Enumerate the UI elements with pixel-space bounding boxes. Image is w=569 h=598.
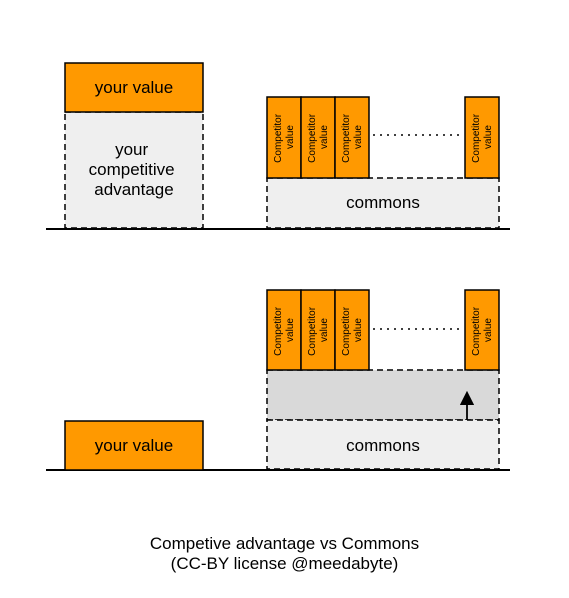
top-section: your competitive advantage your value co…	[46, 62, 510, 230]
top-competitor-2: Competitor value	[300, 96, 336, 179]
top-commons-box	[266, 177, 500, 229]
top-your-value-label: your value	[95, 78, 173, 97]
competitor-label-line-1: Competitor	[307, 113, 318, 163]
bottom-your-value-label: your value	[95, 436, 173, 455]
svg-text:Competitor value: Competitor value	[307, 111, 330, 163]
bottom-competitor-last: Competitor value	[464, 289, 500, 371]
bottom-commons-label: commons	[346, 436, 420, 455]
competitor-label-line-1: Competitor	[273, 306, 284, 356]
bottom-commons-box	[266, 419, 500, 470]
bottom-your-value-box	[64, 420, 204, 471]
competitor-label-line-1: Competitor	[471, 306, 482, 356]
top-competitor-3: Competitor value	[334, 96, 370, 179]
competitor-label-line-2: value	[285, 318, 296, 342]
caption-license: (CC-BY license @meedabyte)	[170, 554, 399, 573]
competitor-label-line-2: value	[285, 125, 296, 149]
top-advantage-line-1: your	[115, 140, 148, 159]
competitor-label-line-2: value	[483, 318, 494, 342]
caption-title: Competive advantage vs Commons	[149, 534, 420, 553]
competitor-label-line-1: Competitor	[341, 306, 352, 356]
competitor-label-line-2: value	[353, 125, 364, 149]
bottom-competitor-1: Competitor value	[266, 289, 302, 371]
svg-text:Competitor value: Competitor value	[471, 111, 494, 163]
competitor-label-line-1: Competitor	[341, 113, 352, 163]
svg-text:Competitor value: Competitor value	[273, 304, 296, 356]
bottom-competitor-3: Competitor value	[334, 289, 370, 371]
svg-text:Competitor value: Competitor value	[341, 304, 364, 356]
svg-text:Competitor value: Competitor value	[471, 304, 494, 356]
top-advantage-label: your competitive advantage	[89, 140, 180, 199]
competitor-label-line-1: Competitor	[471, 113, 482, 163]
bottom-section: your value commons Competitor value Comp…	[46, 289, 510, 471]
svg-text:Competitor value: Competitor value	[307, 304, 330, 356]
top-advantage-line-2: competitive	[89, 160, 175, 179]
top-your-value-box	[64, 62, 204, 113]
competitor-label-line-1: Competitor	[307, 306, 318, 356]
svg-text:Competitor value: Competitor value	[273, 111, 296, 163]
top-advantage-box	[64, 111, 204, 229]
top-competitor-1: Competitor value	[266, 96, 302, 179]
top-commons-label: commons	[346, 193, 420, 212]
bottom-commons-growth-box	[266, 369, 500, 421]
bottom-competitor-2: Competitor value	[300, 289, 336, 371]
competitor-label-line-2: value	[319, 318, 330, 342]
competitor-label-line-2: value	[319, 125, 330, 149]
svg-text:Competitor value: Competitor value	[341, 111, 364, 163]
competitor-label-line-1: Competitor	[273, 113, 284, 163]
top-advantage-line-3: advantage	[94, 180, 173, 199]
top-competitor-last: Competitor value	[464, 96, 500, 179]
competitor-label-line-2: value	[483, 125, 494, 149]
competitor-label-line-2: value	[353, 318, 364, 342]
